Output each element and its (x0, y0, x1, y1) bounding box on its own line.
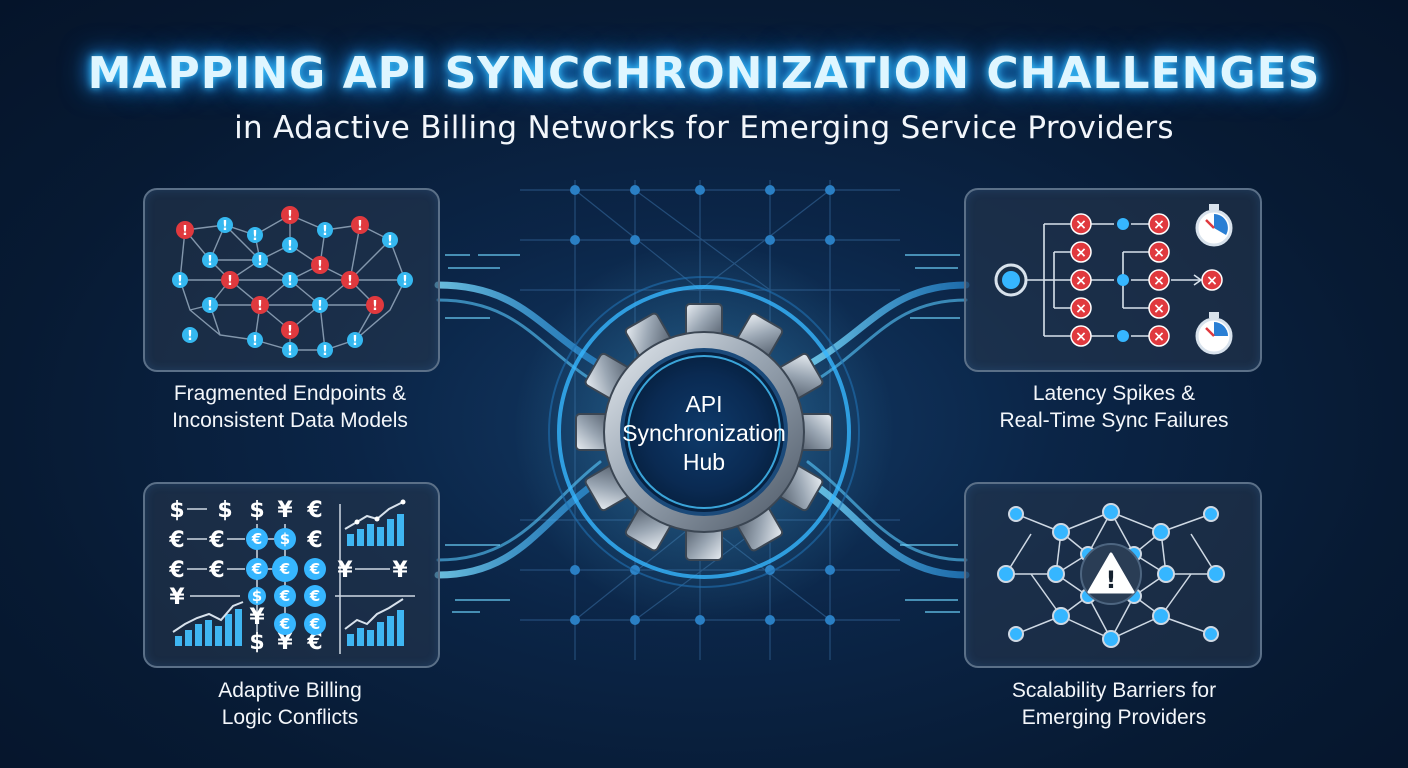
svg-text:×: × (1206, 273, 1218, 289)
bar-chart-icon (172, 601, 244, 646)
svg-text:!: ! (387, 234, 393, 249)
svg-text:!: ! (287, 344, 293, 359)
svg-text:€: € (208, 528, 224, 553)
svg-text:$: $ (280, 530, 290, 548)
svg-text:!: ! (257, 299, 263, 314)
svg-text:×: × (1153, 301, 1165, 317)
svg-text:€: € (306, 528, 322, 553)
svg-text:!: ! (287, 209, 293, 224)
network-alert-icon: !!! !!! !!! !!! !!! !!! !!! !!! !! (172, 206, 413, 359)
panel-scalability-barriers: ! (964, 482, 1262, 668)
svg-text:!: ! (357, 219, 363, 234)
svg-text:×: × (1153, 245, 1165, 261)
caption-fragmented-endpoints: Fragmented Endpoints & Inconsistent Data… (120, 380, 460, 434)
svg-text:!: ! (187, 329, 193, 344)
svg-text:¥: ¥ (169, 585, 185, 610)
svg-text:!: ! (177, 274, 183, 289)
panel-latency-spikes: × × × × × × × × × × × (964, 188, 1262, 372)
caption-billing-conflicts: Adaptive Billing Logic Conflicts (120, 677, 460, 731)
svg-text:!: ! (227, 274, 233, 289)
caption-scalability-barriers: Scalability Barriers for Emerging Provid… (944, 677, 1284, 731)
svg-text:!: ! (182, 224, 188, 239)
svg-text:¥: ¥ (249, 605, 265, 630)
svg-text:€: € (279, 560, 290, 578)
svg-text:€: € (251, 560, 262, 578)
svg-text:€: € (306, 498, 322, 523)
caption-line: Latency Spikes & (1032, 382, 1196, 405)
svg-text:!: ! (402, 274, 408, 289)
svg-text:×: × (1153, 217, 1165, 233)
svg-text:!: ! (317, 259, 323, 274)
svg-text:€: € (279, 615, 290, 633)
svg-text:!: ! (347, 274, 353, 289)
svg-text:!: ! (322, 224, 328, 239)
svg-text:€: € (168, 558, 184, 583)
svg-text:×: × (1153, 273, 1165, 289)
svg-text:!: ! (287, 239, 293, 254)
svg-text:€: € (168, 528, 184, 553)
svg-text:€: € (309, 587, 320, 605)
caption-latency-spikes: Latency Spikes & Real-Time Sync Failures (944, 380, 1284, 434)
hub-label-line1: API (685, 391, 723, 417)
hub-label-line2: Synchronization (622, 420, 786, 446)
svg-text:€: € (279, 587, 290, 605)
svg-text:¥: ¥ (277, 498, 293, 523)
gear-icon (575, 303, 833, 561)
caption-line: Scalability Barriers for (1011, 679, 1217, 702)
svg-text:!: ! (372, 299, 378, 314)
caption-line: Logic Conflicts (221, 706, 359, 729)
bar-chart-icon (344, 499, 406, 546)
svg-text:$: $ (217, 498, 232, 523)
svg-text:!: ! (257, 254, 263, 269)
svg-text:×: × (1075, 329, 1087, 345)
panel-billing-conflicts: $$ $¥€ €€ € €€ ¥¥ ¥ ¥ $¥€ €$ €€€ $€€ €€ (143, 482, 440, 668)
svg-text:!: ! (222, 219, 228, 234)
svg-text:$: $ (249, 630, 264, 655)
caption-line: Adaptive Billing (218, 679, 362, 702)
latency-flow-icon: × × × × × × × × × × × (994, 204, 1233, 355)
svg-text:!: ! (207, 254, 213, 269)
stopwatch-icon (1195, 204, 1233, 247)
caption-line: Emerging Providers (1021, 706, 1207, 729)
svg-text:×: × (1075, 217, 1087, 233)
svg-text:€: € (306, 630, 322, 655)
svg-text:!: ! (287, 274, 293, 289)
svg-text:€: € (309, 560, 320, 578)
svg-text:×: × (1153, 329, 1165, 345)
svg-text:!: ! (1106, 566, 1117, 594)
bar-chart-icon (344, 598, 404, 646)
svg-text:€: € (208, 558, 224, 583)
hub-label-line3: Hub (682, 449, 726, 475)
svg-text:$: $ (249, 498, 264, 523)
svg-text:$: $ (169, 498, 184, 523)
warning-icon: ! (1080, 543, 1142, 605)
svg-text:×: × (1075, 301, 1087, 317)
svg-text:¥: ¥ (392, 558, 408, 583)
panel-fragmented-endpoints: !!! !!! !!! !!! !!! !!! !!! !!! !! (143, 188, 440, 372)
svg-text:!: ! (317, 299, 323, 314)
page-title: MAPPING API SYNCCHRONIZATION CHALLENGES (87, 48, 1321, 99)
svg-text:€: € (309, 615, 320, 633)
svg-text:¥: ¥ (337, 558, 353, 583)
svg-text:!: ! (252, 334, 258, 349)
hub-label: API Synchronization Hub (604, 390, 804, 477)
svg-text:×: × (1075, 245, 1087, 261)
caption-line: Fragmented Endpoints & (173, 382, 407, 405)
svg-text:!: ! (252, 229, 258, 244)
svg-text:!: ! (352, 334, 358, 349)
stopwatch-icon (1195, 312, 1233, 355)
svg-text:!: ! (322, 344, 328, 359)
svg-text:$: $ (252, 587, 262, 605)
currency-grid-icon: $$ $¥€ €€ € €€ ¥¥ ¥ ¥ $¥€ €$ €€€ $€€ €€ (168, 498, 415, 655)
svg-text:!: ! (207, 299, 213, 314)
warning-network-icon: ! (997, 503, 1225, 648)
svg-text:¥: ¥ (277, 630, 293, 655)
svg-text:!: ! (287, 324, 293, 339)
svg-text:€: € (251, 530, 262, 548)
svg-text:×: × (1075, 273, 1087, 289)
caption-line: Inconsistent Data Models (172, 409, 408, 432)
page-subtitle: in Adactive Billing Networks for Emergin… (234, 110, 1174, 146)
caption-line: Real-Time Sync Failures (999, 409, 1229, 432)
